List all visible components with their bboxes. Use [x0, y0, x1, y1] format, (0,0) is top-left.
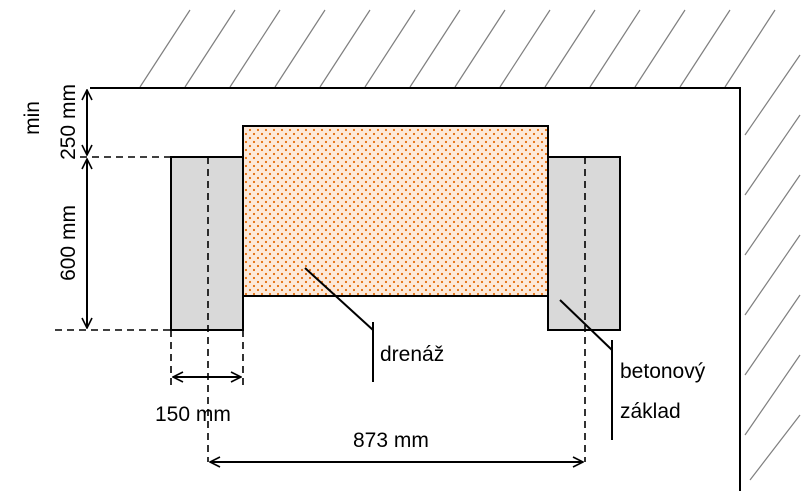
label-150-mm: 150 mm — [155, 403, 231, 426]
label-min: min — [21, 101, 44, 135]
footing-left — [170, 156, 244, 331]
label-873-mm: 873 mm — [353, 429, 429, 452]
dashed-guides — [55, 156, 586, 462]
leader-lines — [304, 267, 613, 440]
label-concrete-base-line2: základ — [620, 400, 681, 423]
label-drainage: drenáž — [380, 343, 444, 366]
label-600-mm: 600 mm — [57, 205, 80, 281]
label-concrete-base-line1: betonový — [620, 360, 706, 383]
wall-outline — [90, 87, 741, 491]
wall-hatching — [139, 9, 801, 481]
label-250-mm: 250 mm — [57, 84, 80, 160]
drainage-dots — [242, 125, 549, 297]
footing-right — [547, 156, 621, 331]
